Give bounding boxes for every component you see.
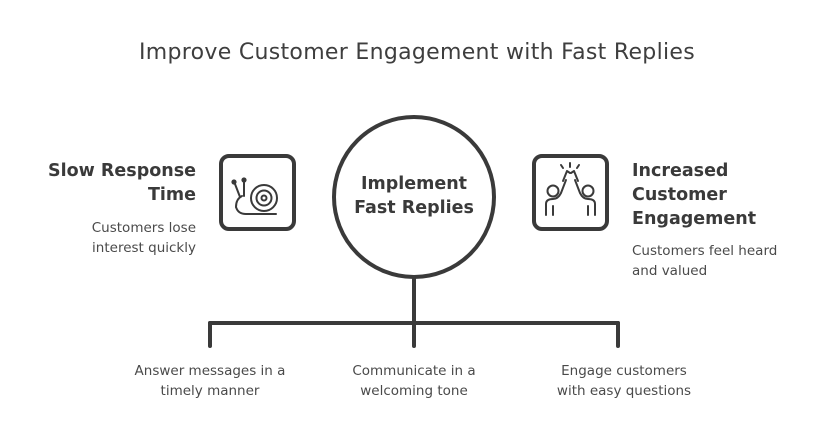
right-desc-line2: and valued: [632, 263, 708, 279]
action-item: Communicate in a welcoming tone: [314, 361, 514, 401]
right-description: Customers feel heard and valued: [632, 241, 827, 281]
action-item-line1: Engage customers: [561, 363, 687, 379]
action-item-line2: welcoming tone: [360, 383, 468, 399]
left-desc-line1: Customers lose: [91, 220, 196, 236]
right-heading-line2: Customer: [632, 185, 727, 205]
snail-icon: [231, 177, 278, 215]
right-heading-line3: Engagement: [632, 209, 757, 229]
high-five-icon: [545, 162, 596, 216]
action-item-line2: timely manner: [160, 383, 260, 399]
center-label: Implement Fast Replies: [334, 172, 494, 220]
left-description: Customers lose interest quickly: [18, 218, 196, 258]
left-heading: Slow Response Time: [18, 159, 196, 207]
right-desc-line1: Customers feel heard: [632, 243, 778, 259]
right-icon-box: [532, 154, 609, 231]
left-icon-box: [219, 154, 296, 231]
diagram-title: Improve Customer Engagement with Fast Re…: [138, 40, 695, 65]
action-item-line1: Answer messages in a: [134, 363, 286, 379]
right-heading-line1: Increased: [632, 161, 729, 181]
right-heading: Increased Customer Engagement: [632, 159, 822, 231]
left-heading-line1: Slow Response: [48, 161, 196, 181]
center-label-line1: Implement: [360, 174, 468, 194]
action-item-line2: with easy questions: [556, 383, 692, 399]
action-item-line1: Communicate in a: [352, 363, 476, 379]
center-label-line2: Fast Replies: [354, 198, 474, 218]
action-item: Answer messages in a timely manner: [110, 361, 310, 401]
left-desc-line2: interest quickly: [92, 240, 196, 256]
left-heading-line2: Time: [147, 185, 196, 205]
action-item: Engage customers with easy questions: [524, 361, 724, 401]
